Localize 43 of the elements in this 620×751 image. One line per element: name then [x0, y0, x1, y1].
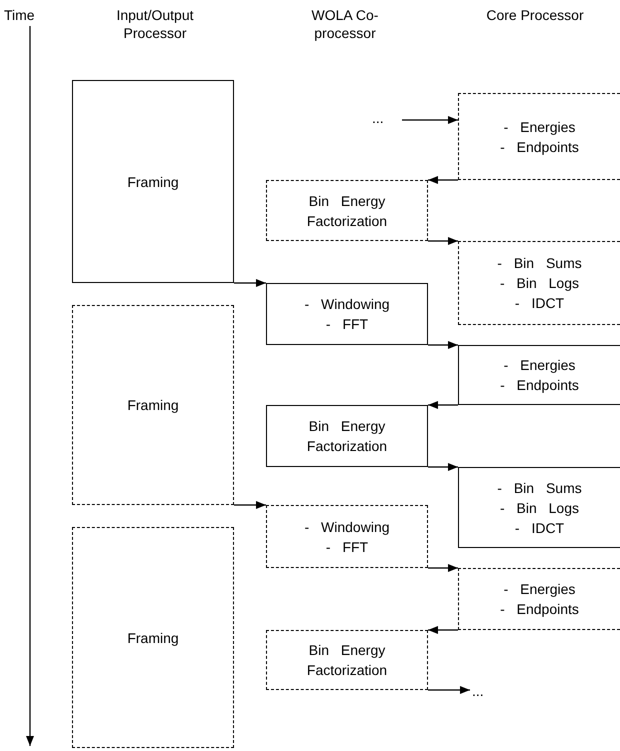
process-box	[266, 405, 428, 467]
box-text: - Windowing - FFT	[303, 518, 391, 556]
box-text: Framing	[127, 628, 179, 648]
arrow	[234, 279, 266, 287]
arrow	[402, 116, 458, 124]
box-text: Bin Energy Factorization	[306, 641, 388, 680]
process-box	[458, 568, 620, 630]
process-box	[72, 527, 234, 748]
box-text: Framing	[127, 172, 179, 192]
column-heading: Core Processor	[485, 6, 585, 24]
box-text: - Energies - Endpoints	[499, 580, 580, 619]
box-text: Framing	[127, 396, 179, 415]
ellipsis-text: ...	[472, 683, 500, 701]
process-box	[72, 305, 234, 505]
process-box	[458, 93, 620, 180]
arrow	[428, 626, 458, 634]
ellipsis-text: ...	[372, 110, 400, 128]
arrow	[428, 341, 458, 349]
process-box	[458, 345, 620, 405]
process-box	[266, 283, 428, 345]
box-text: Bin Energy Factorization	[306, 417, 388, 456]
column-heading: WOLA Co-processor	[310, 6, 380, 42]
arrow	[428, 564, 458, 572]
arrow	[428, 686, 470, 694]
arrow	[428, 463, 458, 471]
box-text: - Energies - Endpoints	[499, 118, 580, 156]
process-box	[458, 241, 620, 325]
box-text: - Energies - Endpoints	[499, 356, 580, 395]
process-box	[266, 630, 428, 690]
process-box	[458, 467, 620, 548]
box-text: - Bin Sums - Bin Logs - IDCT	[496, 254, 583, 313]
arrow	[428, 176, 458, 184]
process-box	[266, 180, 428, 241]
process-box	[72, 80, 234, 283]
process-box	[266, 505, 428, 568]
box-text: - Bin Sums - Bin Logs - IDCT	[496, 478, 583, 538]
arrow	[428, 401, 458, 409]
column-heading: Input/Output Processor	[115, 6, 195, 42]
arrow	[234, 501, 266, 509]
box-text: - Windowing - FFT	[303, 295, 391, 334]
box-text: Bin Energy Factorization	[306, 192, 388, 230]
arrow	[428, 237, 458, 245]
axis-label: Time	[4, 6, 36, 24]
